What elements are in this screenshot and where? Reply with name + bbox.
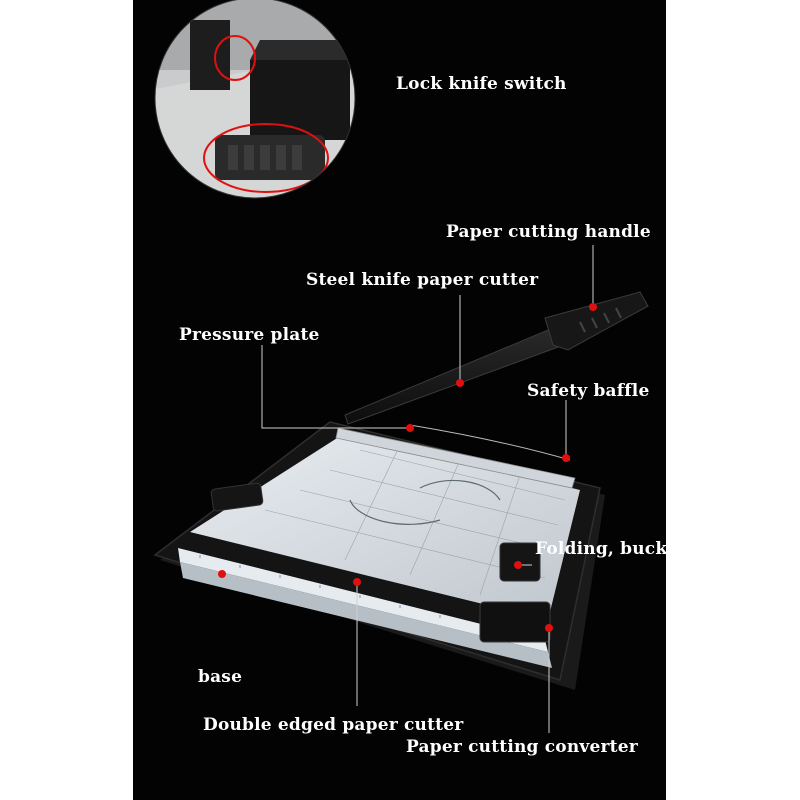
handle-grip-ridges: [579, 307, 622, 333]
steel-knife-arm: [344, 324, 573, 425]
label-converter: Paper cutting converter: [406, 737, 638, 757]
label-pressure-plate: Pressure plate: [179, 325, 320, 345]
inset-detail-photo: [155, 0, 355, 198]
label-paper-cutting-handle: Paper cutting handle: [446, 222, 651, 242]
label-double-edged: Double edged paper cutter: [203, 715, 464, 735]
board-grid-lines: [264, 444, 566, 596]
label-steel-knife: Steel knife paper cutter: [306, 270, 539, 290]
label-folding-buckle: Folding, buckle: [535, 539, 686, 559]
label-lock-knife-switch: Lock knife switch: [396, 74, 567, 94]
converter-block: [479, 601, 551, 643]
red-markers: [218, 303, 597, 632]
front-rail: [180, 562, 552, 668]
pressure-plate-bar: [335, 427, 576, 489]
front-ruler: [178, 548, 548, 652]
safety-baffle-wire: [409, 424, 571, 461]
label-base: base: [198, 667, 243, 687]
label-safety-baffle: Safety baffle: [527, 381, 650, 401]
cutting-handle: [544, 291, 649, 351]
inset-border: [154, 0, 356, 199]
leader-lines: [261, 245, 594, 733]
corner-block-left: [210, 482, 264, 512]
